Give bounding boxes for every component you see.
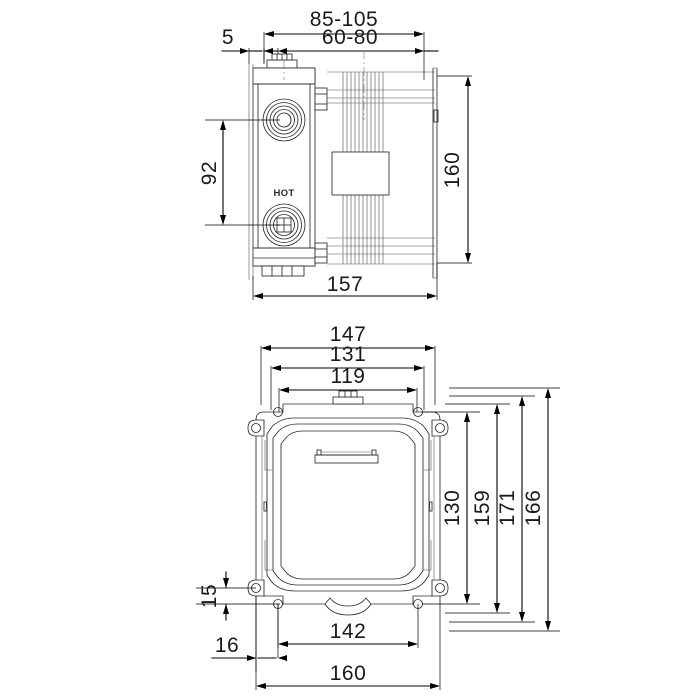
dim-92-label: 92	[198, 161, 221, 185]
dim-60-80-label: 60-80	[322, 26, 378, 49]
dim-92-group	[205, 119, 280, 226]
lower-port-circles	[262, 203, 306, 247]
dim-130-group	[422, 411, 480, 605]
ribbed-sleeve	[327, 71, 435, 265]
dim-147-label: 147	[330, 323, 367, 346]
dim-130-label: 130	[441, 490, 464, 527]
dim-131-group	[270, 365, 425, 410]
dim-5-group	[221, 48, 279, 64]
dim-60-80-group	[277, 48, 439, 66]
dim-85-105-label: 85-105	[310, 8, 378, 31]
dim-5-label: 5	[222, 26, 234, 49]
dim-171-label: 171	[496, 490, 519, 527]
dim-142-group	[277, 604, 419, 648]
dim-166-label: 166	[522, 490, 545, 527]
dim-157-label: 157	[327, 273, 364, 296]
dim-142-label: 142	[330, 620, 367, 643]
dim-159-group	[445, 403, 510, 614]
dim-171-group	[449, 395, 535, 623]
dim-160-side-label: 160	[441, 152, 464, 189]
top-view-group: 85-105 60-80 5 92 160 157 HOT	[198, 8, 472, 300]
dim-119-label: 119	[331, 365, 366, 388]
dim-159-label: 159	[471, 490, 494, 527]
dim-147-group	[260, 345, 436, 405]
bottom-view-group: 147 131 119 130 159 171 166 15 16 142 16…	[196, 323, 560, 690]
dim-166-group	[449, 387, 560, 632]
dim-131-label: 131	[330, 343, 367, 366]
dim-157-group	[252, 263, 438, 300]
dim-16-label: 16	[215, 634, 239, 657]
dim-15-label: 15	[198, 584, 221, 608]
dim-160-label: 160	[330, 662, 367, 685]
dim-15-group	[196, 571, 280, 621]
front-view-body	[247, 390, 449, 616]
dim-160-side-group	[437, 75, 472, 264]
dim-160-group	[255, 596, 441, 690]
hot-port-label: HOT	[274, 188, 295, 199]
